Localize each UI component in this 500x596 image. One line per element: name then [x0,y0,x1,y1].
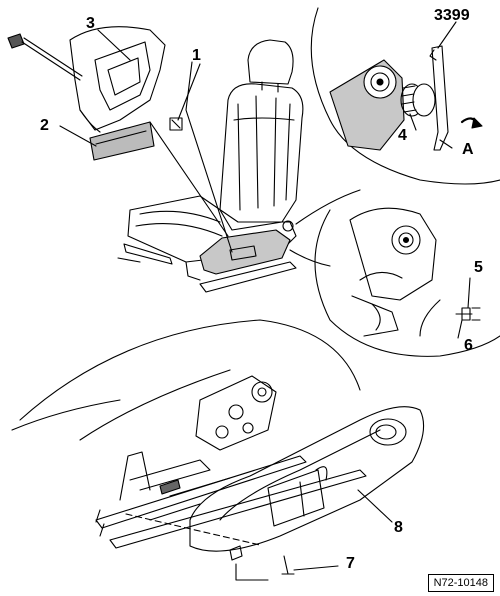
callout-2: 2 [40,117,49,134]
callout-arrow-a: A [462,141,474,158]
figure-reference-number: N72-10148 [427,574,494,592]
callout-leaders [59,21,471,571]
callout-8: 8 [394,519,403,536]
seat-main [117,39,361,293]
callout-1: 1 [192,47,201,64]
bolt-detail [314,207,500,357]
callout-5: 5 [474,259,483,276]
tool-detail [310,7,500,185]
callout-4: 4 [398,127,407,144]
frame-detail [11,319,425,581]
trim-panel-detail [7,26,183,161]
callout-tool-3399: 3399 [434,7,470,24]
callout-6: 6 [464,337,473,354]
callout-3: 3 [86,15,95,32]
callout-7: 7 [346,555,355,572]
